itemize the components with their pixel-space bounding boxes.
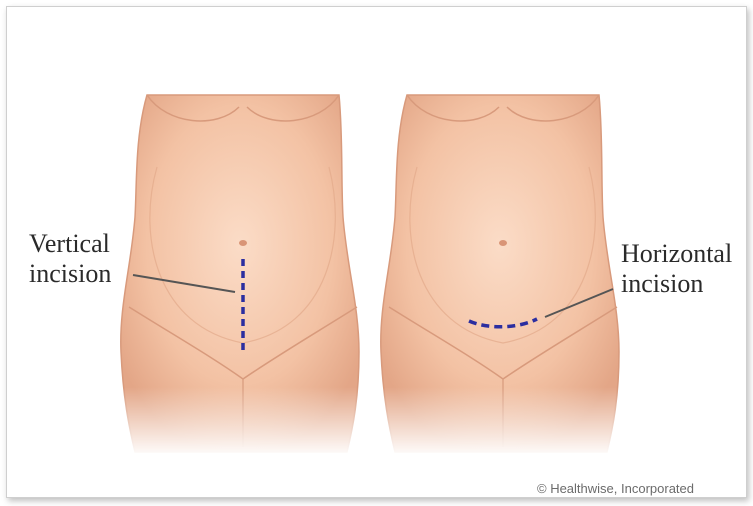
horizontal-label-line1: Horizontal [621, 239, 732, 269]
vertical-label-line1: Vertical [29, 229, 111, 259]
copyright-notice: © Healthwise, Incorporated [537, 481, 694, 496]
vertical-incision-label: Vertical incision [29, 229, 111, 289]
illustration-frame: Vertical incision Horizontal incision © … [6, 6, 747, 498]
horizontal-label-line2: incision [621, 269, 732, 299]
vertical-label-line2: incision [29, 259, 111, 289]
horizontal-incision-label: Horizontal incision [621, 239, 732, 299]
